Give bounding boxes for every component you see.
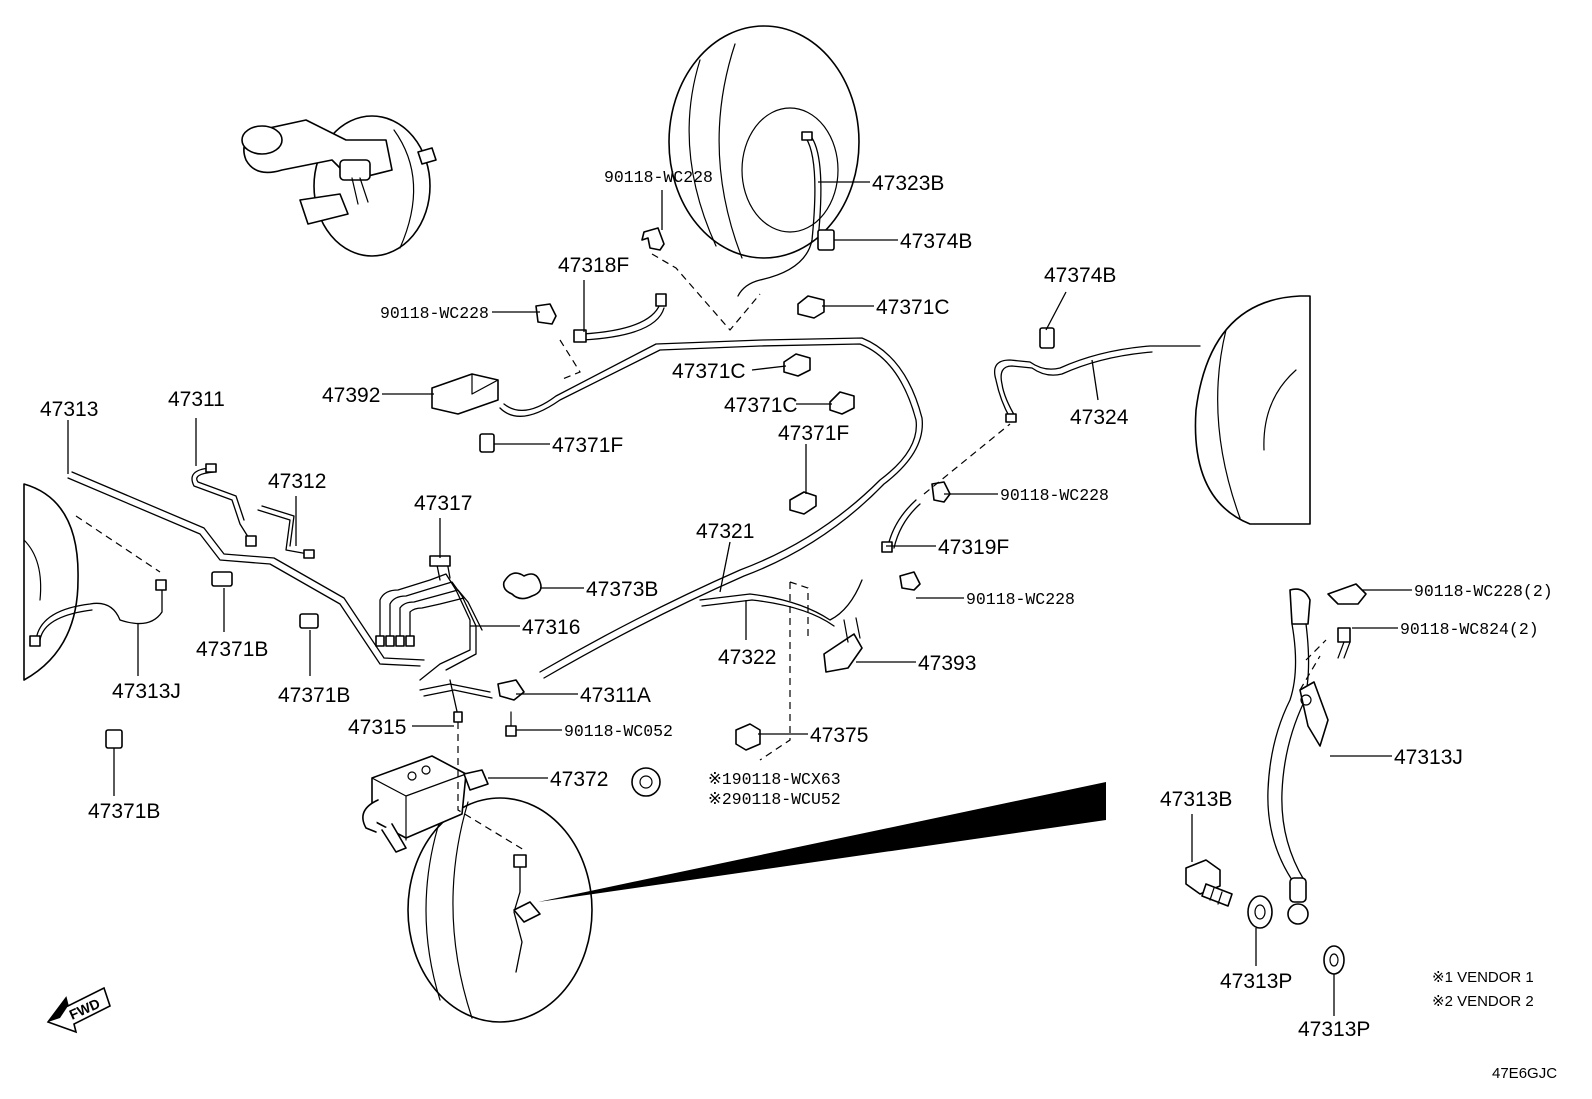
callout-47371C: 47371C [672,360,746,383]
callout-vendor2-part: ※290118-WCU52 [708,790,841,809]
callout-47313P: 47313P [1298,1018,1370,1041]
abs-actuator [362,755,467,853]
callout-47318F: 47318F [558,254,629,277]
callout-47371B: 47371B [278,684,350,707]
callout-90118-WC228: 90118-WC228 [966,590,1075,609]
callout-47374B: 47374B [1044,264,1116,287]
callout-47319F: 47319F [938,536,1009,559]
callout-47371B: 47371B [88,800,160,823]
callout-47374B: 47374B [900,230,972,253]
callout-47313P: 47313P [1220,970,1292,993]
callout-47324: 47324 [1070,406,1129,429]
callout-47392: 47392 [322,384,380,407]
brake-lines [29,131,1201,723]
callout-90118-WC228: 90118-WC228 [604,168,713,187]
callout-47321: 47321 [696,520,754,543]
callout-vendor1-part: ※190118-WCX63 [708,770,841,789]
callout-labels: 47323B 90118-WC228 47374B 47318F 90118-W… [40,168,1553,1041]
callout-47312: 47312 [268,470,326,493]
rear-right-wheel [1194,295,1311,525]
callout-90118-WC228-2: 90118-WC228(2) [1414,582,1553,601]
callout-90118-WC824-2: 90118-WC824(2) [1400,620,1539,639]
callout-47372: 47372 [550,768,608,791]
front-right-wheel [407,797,593,1023]
callout-47373B: 47373B [586,578,658,601]
callout-47313J: 47313J [112,680,181,703]
rear-left-wheel [668,25,860,259]
leader-lines [67,181,1412,1016]
callout-90118-WC052: 90118-WC052 [564,722,673,741]
callout-47371F: 47371F [552,434,623,457]
dashed-relations [75,253,1327,851]
callout-47311: 47311 [168,388,225,411]
callout-47313: 47313 [40,398,98,421]
diagram-code: 47E6GJC [1492,1065,1557,1082]
callout-47317: 47317 [414,492,472,515]
callout-47313J: 47313J [1394,746,1463,769]
callout-47371C: 47371C [724,394,798,417]
callout-47375: 47375 [810,724,868,747]
fwd-arrow: FWD [46,986,111,1034]
callout-47371F: 47371F [778,422,849,445]
detail-zoom-wedge [538,782,1106,902]
callout-47393: 47393 [918,652,976,675]
legend-vendor1: ※1 VENDOR 1 [1432,969,1534,986]
front-left-wheel [23,483,79,681]
callout-47322: 47322 [718,646,776,669]
legend-vendor2: ※2 VENDOR 2 [1432,993,1534,1010]
callout-47323B: 47323B [872,172,944,195]
vendor-legend: ※1 VENDOR 1 ※2 VENDOR 2 [1432,969,1534,1010]
callout-47371B: 47371B [196,638,268,661]
master-cylinder-booster [241,115,437,257]
callout-90118-WC228: 90118-WC228 [1000,486,1109,505]
callout-90118-WC228: 90118-WC228 [380,304,489,323]
callout-47316: 47316 [522,616,580,639]
callout-47311A: 47311A [580,684,651,707]
callout-47371C: 47371C [876,296,950,319]
callout-47315: 47315 [348,716,406,739]
callout-47313B: 47313B [1160,788,1232,811]
